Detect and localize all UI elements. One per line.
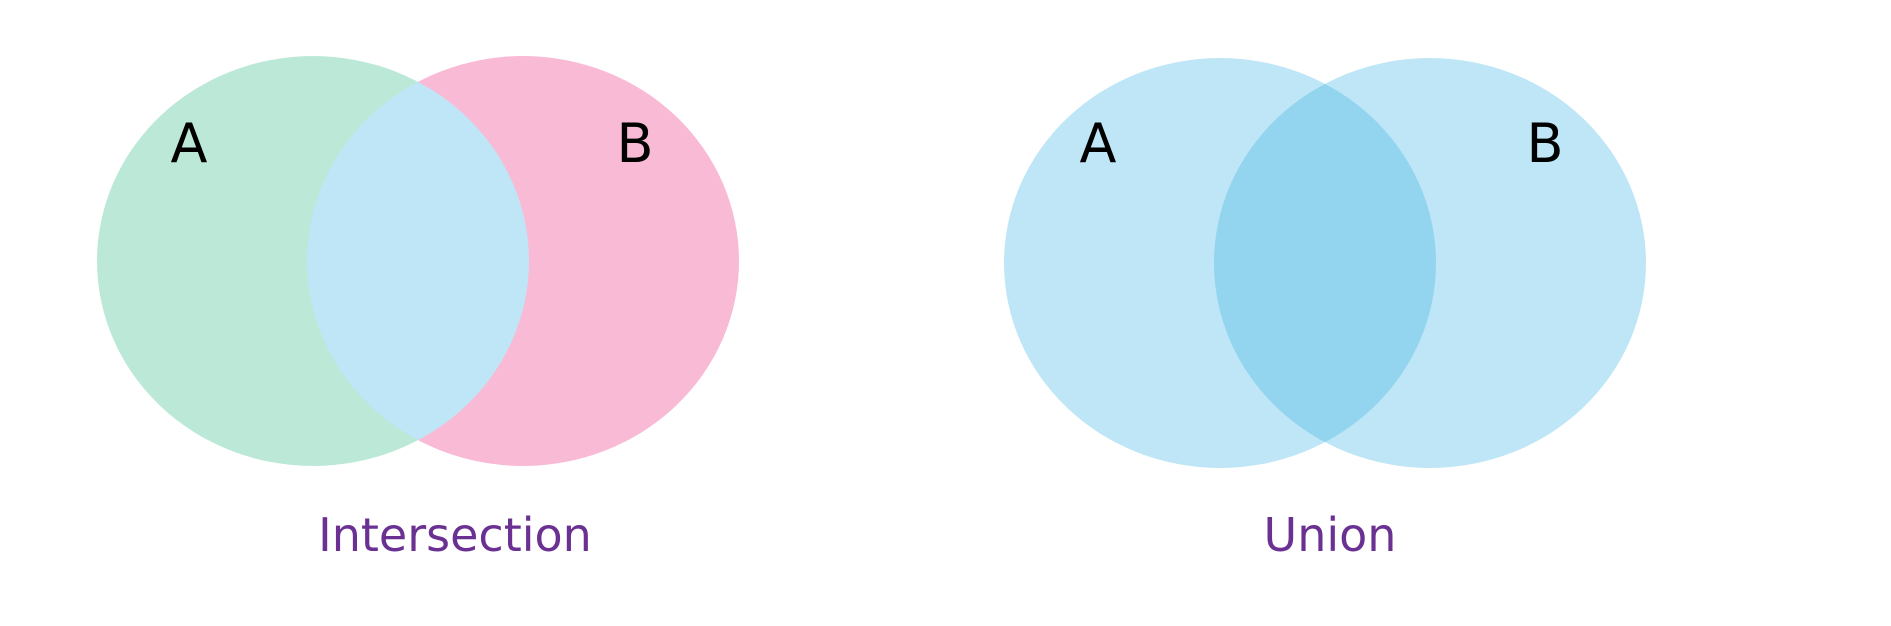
intersection-set-b-label: B [616, 112, 653, 175]
intersection-set-a-label: A [171, 112, 208, 175]
union-set-b-label: B [1526, 112, 1563, 175]
intersection-caption: Intersection [318, 508, 592, 562]
union-diagram: A B Union [1004, 58, 1646, 562]
union-overlap-region [1214, 58, 1436, 468]
union-caption: Union [1264, 508, 1397, 562]
intersection-diagram: A B Intersection [97, 56, 739, 562]
union-set-a-label: A [1080, 112, 1117, 175]
intersection-overlap-region [307, 56, 529, 466]
